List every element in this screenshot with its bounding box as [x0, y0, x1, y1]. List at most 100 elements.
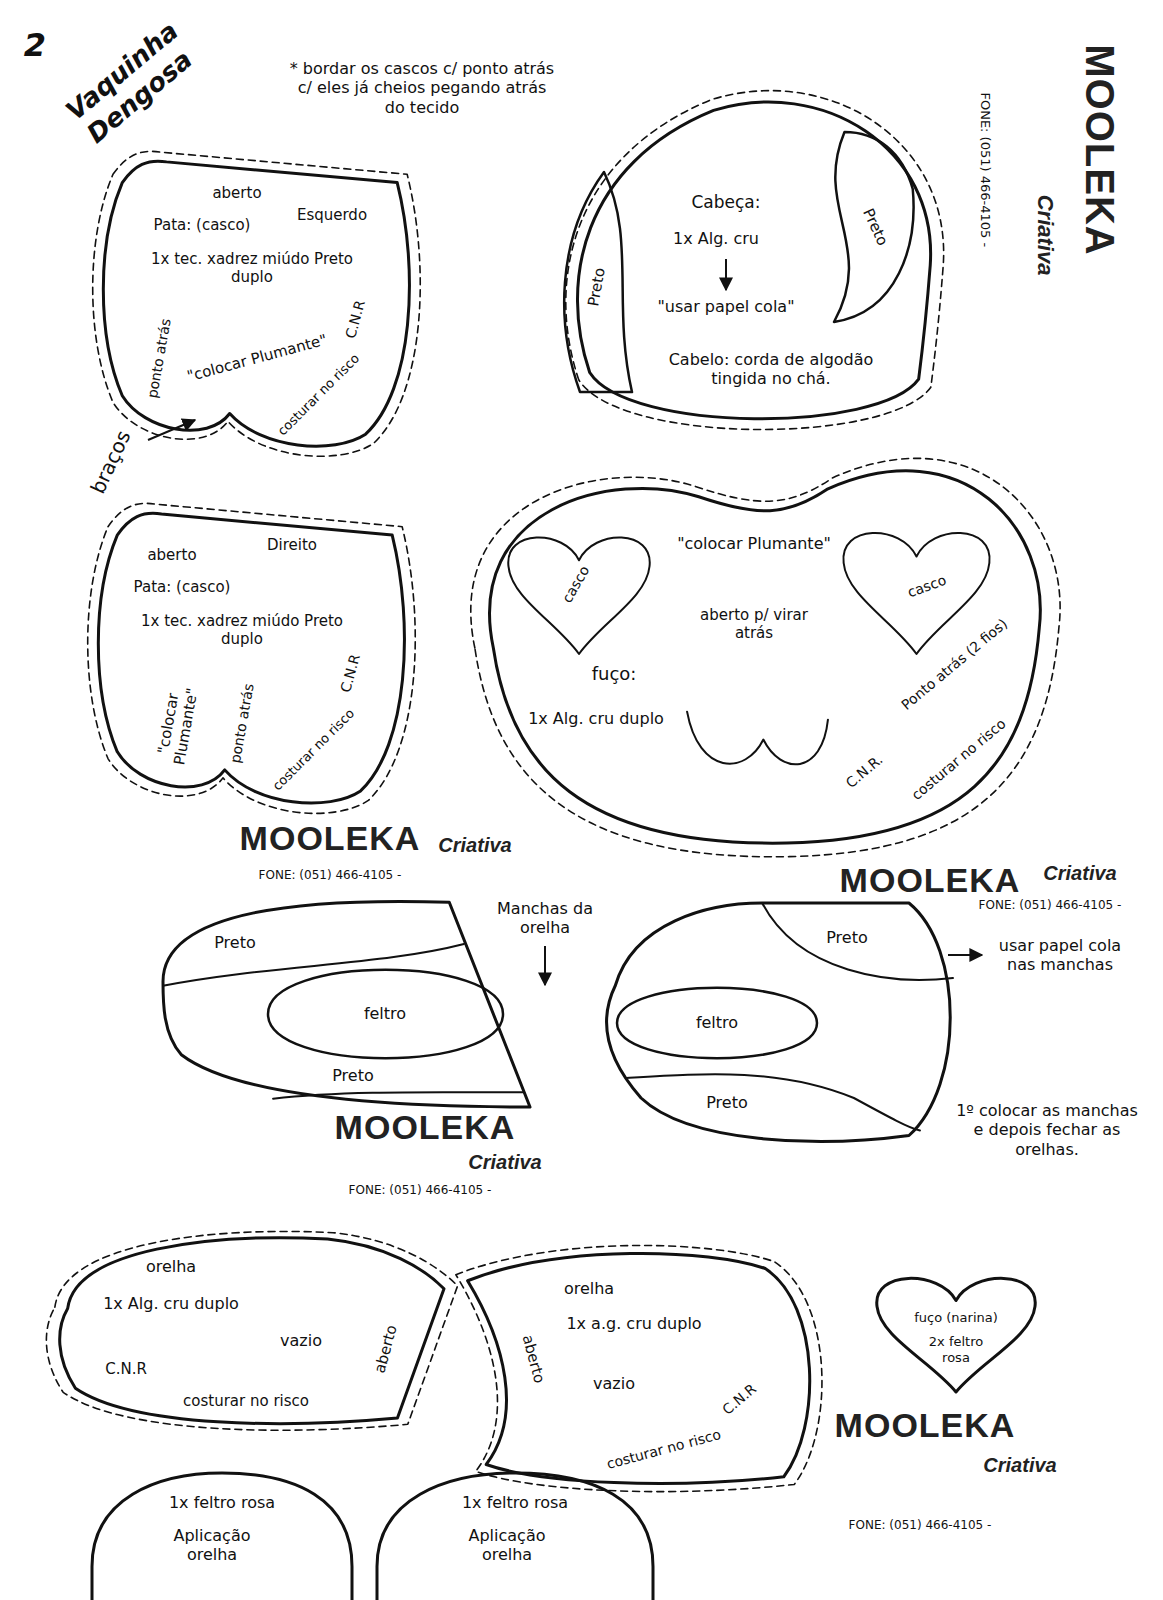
piece-note: Esquerdo — [297, 206, 367, 224]
outline-path — [564, 172, 632, 392]
piece-note: feltro — [696, 1013, 738, 1032]
ear-spot-piece: PretoPretofeltro — [597, 898, 964, 1148]
heart-applique: casco — [504, 529, 654, 654]
pattern-piece: Cabeça:1x Alg. cru"usar papel cola"Cabel… — [551, 97, 938, 433]
piece-note: feltro — [364, 1004, 406, 1023]
outline-path — [762, 903, 953, 980]
watermark: MOOLEKA — [240, 821, 421, 855]
piece-note: Preto — [332, 1066, 374, 1085]
outline-path — [273, 1092, 523, 1099]
outline-path — [60, 1238, 444, 1424]
ear-spot-piece: PretoPretofeltro — [163, 898, 530, 1107]
piece-note: 1x Alg. cru — [673, 229, 759, 248]
watermark: MOOLEKA — [1080, 44, 1120, 255]
diagram-title: Vaquinha Dengosa — [60, 19, 200, 150]
part-label: braços — [85, 427, 135, 498]
pattern-piece: abertoDireitoPata: (casco)1x tec. xadrez… — [92, 505, 408, 806]
piece-note: costurar no risco — [270, 706, 358, 794]
piece-note: aberto p/ virar atrás — [694, 606, 814, 642]
piece-note: Preto — [826, 928, 868, 947]
piece-note: costurar no risco — [275, 351, 363, 439]
outline-path — [456, 1245, 822, 1491]
outline-path — [103, 161, 409, 446]
pattern-piece: "colocar Plumante"aberto p/ virar atrásf… — [464, 449, 1051, 847]
watermark: Criativa — [1033, 195, 1057, 276]
piece-note: Aplicação orelha — [452, 1526, 562, 1564]
piece-note: ponto atrás — [144, 317, 175, 399]
watermark: Criativa — [438, 834, 511, 856]
outline-path — [843, 533, 989, 654]
piece-note: Direito — [267, 536, 317, 554]
piece-note: Preto — [859, 206, 892, 249]
piece-note: Aplicação orelha — [157, 1526, 267, 1564]
piece-note: casco — [559, 563, 593, 606]
piece-note: "colocar Plumante" — [185, 331, 329, 386]
piece-note: orelha — [564, 1279, 614, 1298]
watermark: FONE: (051) 466-4105 - — [849, 1518, 992, 1532]
outline-path — [687, 712, 828, 765]
outline-path — [508, 538, 649, 654]
instruction-note: * bordar os cascos c/ ponto atrás c/ ele… — [290, 59, 555, 117]
piece-note: 1x Alg. cru duplo — [103, 1294, 239, 1313]
piece-note: Ponto atrás (2 fios) — [898, 615, 1011, 713]
outline-path — [268, 970, 503, 1058]
piece-note: 1x feltro rosa — [462, 1493, 568, 1512]
piece-note: costurar no risco — [909, 715, 1010, 803]
piece-note: ponto atrás — [227, 682, 258, 764]
outline-path — [46, 1231, 457, 1430]
outline-path — [626, 1074, 920, 1130]
outline-path — [98, 513, 404, 803]
piece-note: C.N.R — [342, 298, 368, 340]
piece-note: aberto — [147, 546, 196, 564]
piece-note: 1x tec. xadrez miúdo Preto duplo — [122, 612, 362, 648]
pattern-piece: abertoPata: (casco)Esquerdo1x tec. xadre… — [97, 153, 413, 449]
piece-note: Preto — [706, 1093, 748, 1112]
watermark: Criativa — [468, 1151, 541, 1173]
outline-path — [163, 901, 530, 1107]
pattern-piece: abertoorelha1x a.g. cru duplovazioC.N.Rc… — [449, 1244, 821, 1489]
watermark: MOOLEKA — [835, 1408, 1016, 1442]
outline-path — [490, 471, 1041, 843]
outline-path — [377, 1473, 653, 1600]
piece-outline — [872, 1270, 1040, 1392]
outline-path — [834, 132, 914, 322]
watermark: MOOLEKA — [840, 863, 1021, 897]
outline-path — [468, 1253, 810, 1483]
pattern-piece: 1x feltro rosaAplicação orelha — [377, 1473, 653, 1600]
piece-note: aberto — [371, 1323, 401, 1375]
piece-note: costurar no risco — [183, 1392, 309, 1410]
pattern-piece: orelha1x Alg. cru duplovazioC.N.Rcostura… — [56, 1229, 444, 1428]
felt-patch: feltro — [617, 988, 817, 1058]
piece-note: C.N.R — [719, 1380, 760, 1418]
piece-note: C.N.R — [105, 1360, 147, 1378]
piece-note: Preto — [584, 266, 608, 307]
piece-note: 1x feltro rosa — [169, 1493, 275, 1512]
piece-note: Cabeça: — [691, 192, 760, 212]
leader-arrow — [725, 259, 727, 290]
piece-note: 1x Alg. cru duplo — [528, 709, 664, 728]
piece-note: vazio — [593, 1374, 635, 1393]
outline-path — [93, 151, 421, 456]
watermark: FONE: (051) 466-4105 - — [977, 93, 993, 248]
outline-path — [163, 944, 464, 986]
color-patch: Preto — [556, 172, 636, 392]
watermark: Criativa — [1043, 862, 1116, 884]
page-number: 2 — [24, 26, 46, 64]
watermark: FONE: (051) 466-4105 - — [349, 1183, 492, 1197]
heart-applique: casco — [839, 524, 994, 654]
watermark: Criativa — [983, 1454, 1056, 1476]
piece-note: C.N.R. — [842, 751, 886, 791]
outline-path — [471, 458, 1060, 856]
piece-note: 1x a.g. cru duplo — [566, 1314, 701, 1333]
color-patch: Preto — [813, 132, 918, 322]
heart-piece: fuço (narina)2x feltro rosa — [872, 1270, 1040, 1392]
piece-note: fuço: — [592, 663, 637, 685]
piece-note: Preto — [214, 933, 256, 952]
piece-note: 1x tec. xadrez miúdo Preto duplo — [132, 250, 372, 286]
outline-path — [877, 1278, 1035, 1392]
outline-path — [577, 102, 930, 419]
piece-note: 2x feltro rosa — [916, 1334, 996, 1365]
leader-arrow — [948, 954, 982, 956]
piece-note: aberto — [212, 184, 261, 202]
